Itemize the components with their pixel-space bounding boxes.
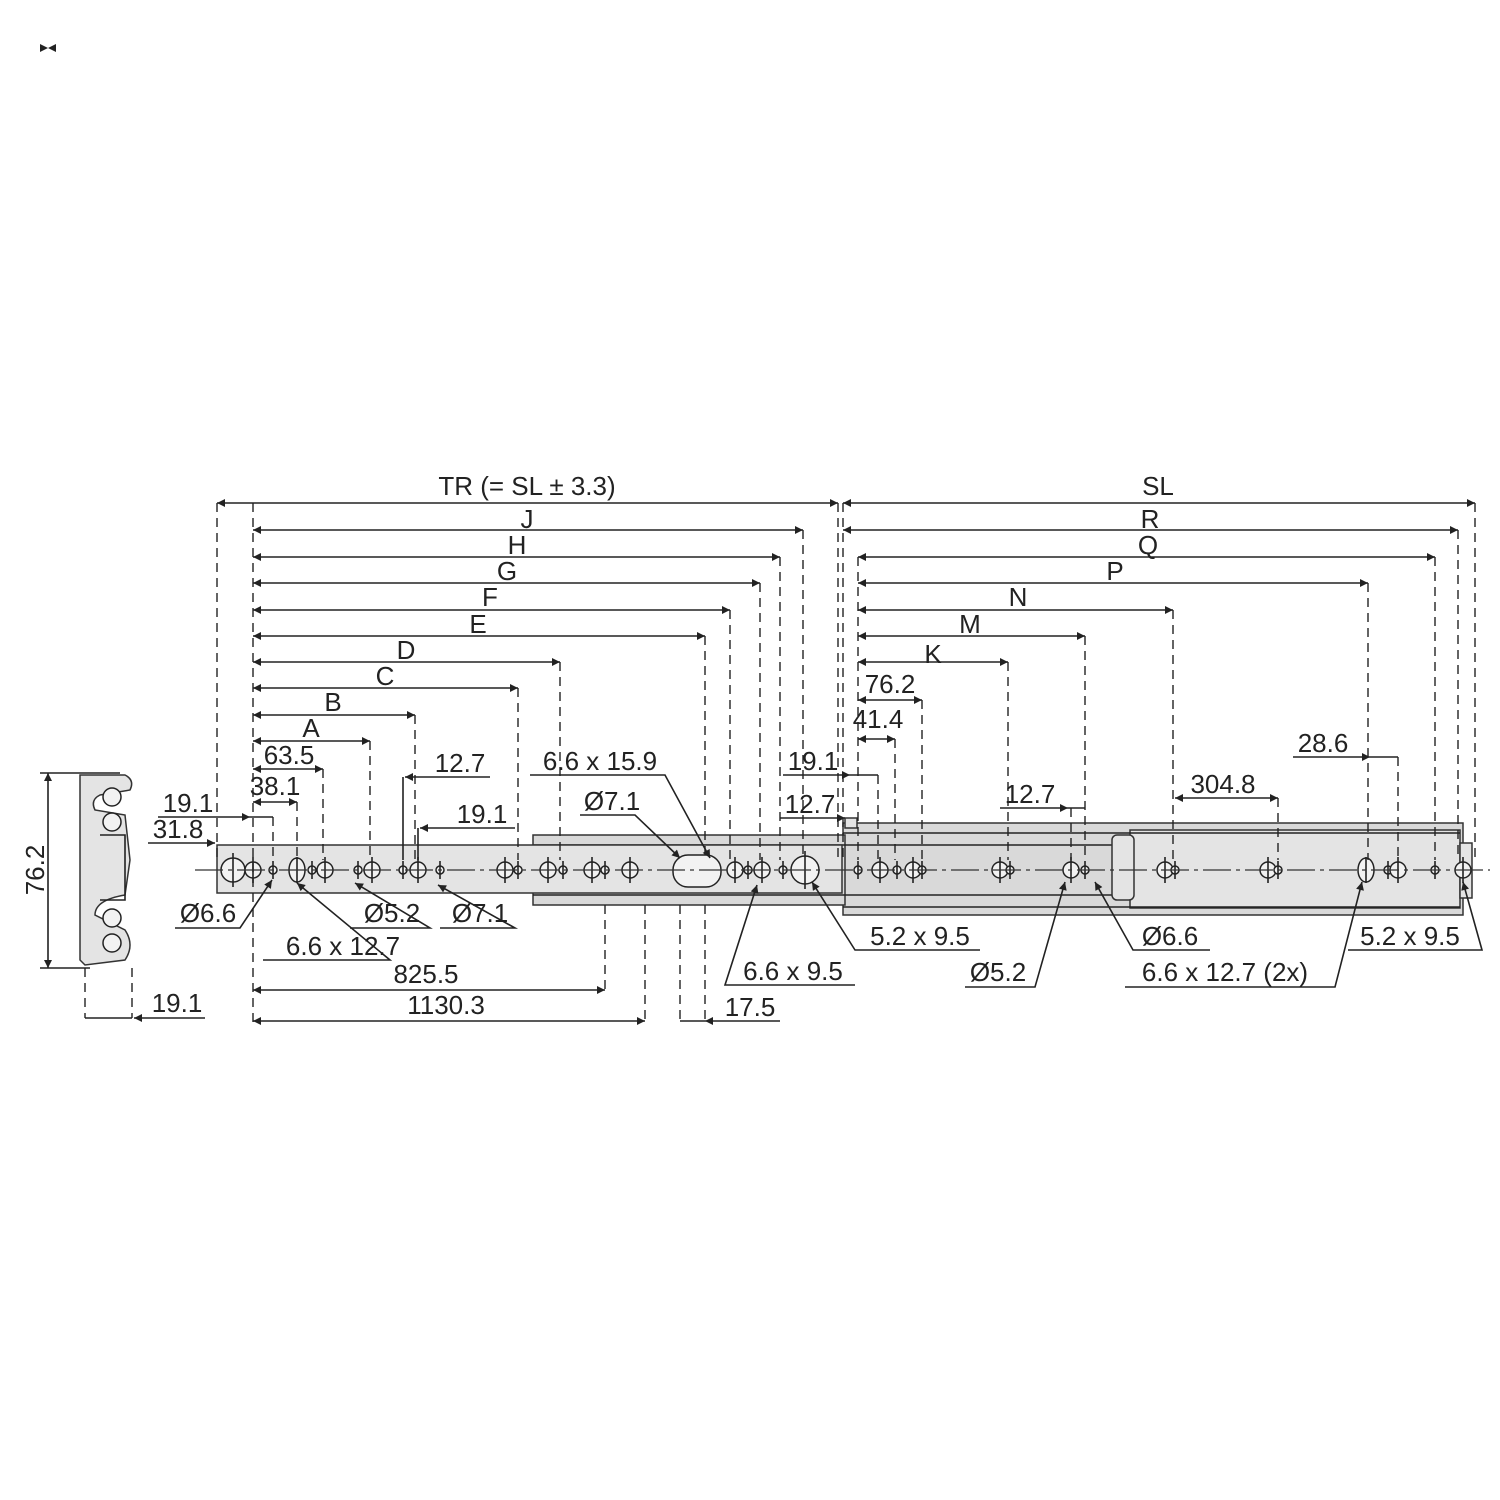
label-M: M [959, 609, 981, 639]
leader-line [1094, 881, 1210, 951]
label-d12_7b: 12.7 [785, 789, 836, 819]
label-E: E [469, 609, 486, 639]
label-d304_8: 304.8 [1190, 769, 1255, 799]
label-H: H [508, 530, 527, 560]
label-s5_2x9_5b: 5.2 x 9.5 [1360, 921, 1460, 951]
label-s6_6x12_7: 6.6 x 12.7 [286, 931, 400, 961]
label-K: K [924, 639, 942, 669]
label-s5_2x9_5a: 5.2 x 9.5 [870, 921, 970, 951]
label-J: J [521, 504, 534, 534]
label-d825_5: 825.5 [393, 959, 458, 989]
leader-line [723, 884, 855, 986]
label-d12_7a: 12.7 [435, 748, 486, 778]
label-d41_4: 41.4 [853, 704, 904, 734]
label-Q: Q [1138, 530, 1158, 560]
cross-section-profile [79, 774, 133, 966]
label-d19_1c: 19.1 [788, 746, 839, 776]
label-d19_1b: 19.1 [457, 799, 508, 829]
leader-line [580, 814, 681, 859]
label-d38_1: 38.1 [250, 771, 301, 801]
leader-line [437, 884, 519, 929]
label-d6_6x15_9: 6.6 x 15.9 [543, 746, 657, 776]
label-SL: SL [1142, 471, 1174, 501]
label-o7_1a: Ø7.1 [584, 786, 640, 816]
label-d12_7c: 12.7 [1005, 779, 1056, 809]
label-d17_5: 17.5 [725, 992, 776, 1022]
label-o5_2b: Ø5.2 [970, 957, 1026, 987]
label-B: B [324, 687, 341, 717]
leader-line [965, 881, 1067, 988]
label-d76_2r: 76.2 [865, 669, 916, 699]
label-G: G [497, 556, 517, 586]
leader-line [530, 774, 711, 859]
leader-line [1125, 881, 1364, 988]
label-A: A [302, 713, 320, 743]
label-d63_5: 63.5 [264, 740, 315, 770]
leader-line [263, 882, 393, 961]
leader-line [811, 881, 980, 951]
label-D: D [397, 635, 416, 665]
label-C: C [376, 661, 395, 691]
label-N: N [1009, 582, 1028, 612]
label-d19_1a: 19.1 [163, 788, 214, 818]
label-d19_1d: 19.1 [152, 988, 203, 1018]
leader-line [175, 879, 273, 929]
label-o6_6b: Ø6.6 [1142, 921, 1198, 951]
label-TR: TR (= SL ± 3.3) [438, 471, 615, 501]
label-d31_8: 31.8 [153, 814, 204, 844]
label-h76_2: 76.2 [20, 845, 50, 896]
label-R: R [1141, 504, 1160, 534]
label-o6_6a: Ø6.6 [180, 898, 236, 928]
label-s6_6x9_5: 6.6 x 9.5 [743, 956, 843, 986]
label-o5_2a: Ø5.2 [364, 898, 420, 928]
leader-line [1348, 881, 1484, 951]
label-P: P [1106, 556, 1123, 586]
label-F: F [482, 582, 498, 612]
leader-line [350, 882, 433, 929]
slot-6.6x15.9 [672, 854, 722, 888]
label-s6_6x12_7_2x: 6.6 x 12.7 (2x) [1142, 957, 1308, 987]
label-o7_1b: Ø7.1 [452, 898, 508, 928]
dimensions [40, 48, 1484, 1025]
label-d28_6: 28.6 [1298, 728, 1349, 758]
label-d1130_3: 1130.3 [407, 990, 485, 1020]
